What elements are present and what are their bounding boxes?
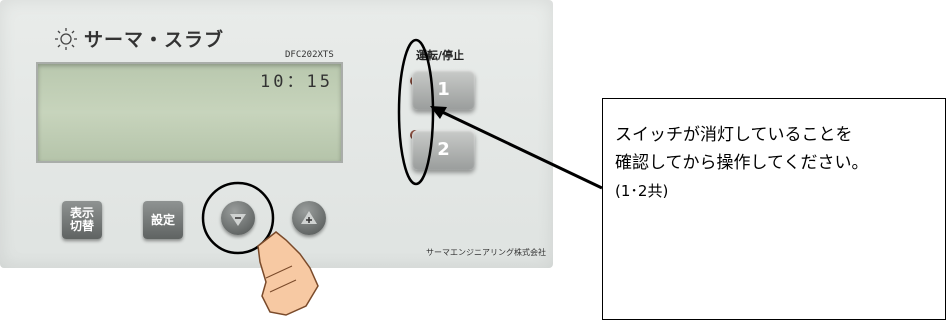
clock-time: 10：15 [260,72,333,92]
callout-line-3: (1･2共) [615,182,669,200]
down-arrow-icon [230,214,246,226]
up-arrow-icon [301,211,317,224]
display-switch-button[interactable]: 表示 切替 [62,201,102,239]
brand-logo: サーマ・スラブ [54,25,224,52]
lcd-display: 10：15 [36,62,343,163]
callout-arrow-line [437,108,603,190]
manufacturer-label: サーマエンジニアリング株式会社 [426,248,546,257]
switch-2-button[interactable]: 2 [412,130,475,170]
down-button[interactable] [221,201,255,235]
model-number: DFC202XTS [285,50,334,60]
up-button[interactable] [292,201,326,235]
controller-panel: サーマ・スラブ DFC202XTS 10：15 運転/停止 1 2 表示 切替 … [0,0,553,268]
settings-button[interactable]: 設定 [143,201,183,239]
sun-logo-icon [55,27,77,50]
highlight-ellipse-leds [397,38,435,186]
brand-name: サーマ・スラブ [84,29,225,51]
hand-pointer-icon [257,231,319,316]
highlight-circle-down-button [201,181,275,255]
callout-box: スイッチが消灯していることを 確認してから操作してください。 (1･2共) [602,98,946,320]
callout-line-1: スイッチが消灯していることを [615,125,853,145]
switch-1-button[interactable]: 1 [412,70,475,110]
callout-line-2: 確認してから操作してください。 [615,153,869,173]
callout-arrow-head [430,106,447,119]
